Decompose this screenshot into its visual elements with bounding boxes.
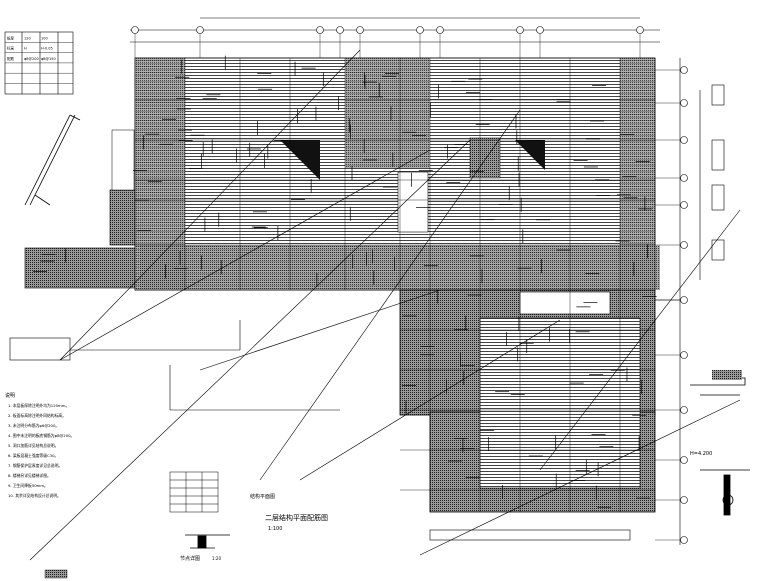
detail-hatch: [712, 370, 742, 380]
rebar-marks: [32, 55, 657, 508]
legend-cell: H-0.05: [41, 47, 53, 51]
stair-grid: [469, 137, 501, 179]
axis-bubble: [680, 456, 688, 464]
stair-void: [397, 171, 429, 233]
legend-cell: H: [24, 47, 27, 51]
axis-bubbles-top: [131, 26, 644, 58]
axis-bubble: [680, 406, 688, 414]
left-entrance: [111, 129, 135, 191]
axis-bubble: [680, 351, 688, 359]
elevation-label: H=4.200: [690, 451, 712, 457]
schedule-table: [169, 471, 219, 513]
plan-title: 二层结构平面配筋图: [265, 513, 328, 522]
legend-cell: 120: [24, 36, 31, 40]
axis-bubble: [680, 99, 688, 107]
note-line: 6. 梁板混凝土强度等级C30。: [8, 453, 58, 458]
annex-outlines: [9, 320, 631, 541]
general-notes: 1. 本层板厚除注明外均为120mm。 2. 板面标高除注明外同结构标高。 3. 未…: [8, 403, 74, 498]
axis-bubble: [536, 26, 544, 34]
detail-scale: 1:20: [212, 556, 221, 561]
axis-bubble: [636, 26, 644, 34]
left-column-band: [135, 58, 185, 290]
axis-bubble: [196, 26, 204, 34]
axis-bubble: [356, 26, 364, 34]
note-line: 10. 其余详见结构设计总说明。: [8, 493, 61, 498]
legend-cell: 板厚: [7, 35, 14, 40]
axis-bubble: [680, 536, 688, 544]
axis-bubble: [316, 26, 324, 34]
stair-sketch: [24, 114, 81, 206]
axis-bubble: [680, 174, 688, 182]
triangle-opening-2: [515, 140, 545, 170]
leader-lines: [29, 49, 741, 561]
section-detail: [690, 370, 750, 516]
axis-bubble: [680, 241, 688, 249]
note-line: 7. 钢筋保护层厚度详见总说明。: [8, 463, 62, 468]
legend-cell: φ8@150: [41, 57, 56, 61]
axis-bubble: [416, 26, 424, 34]
note-line: 9. 卫生间降板50mm。: [8, 483, 48, 488]
joint-detail: [185, 534, 230, 549]
note-line: 3. 未注明分布筋为φ6@200。: [8, 423, 59, 428]
axis-bubble: [680, 136, 688, 144]
legend-cell: 100: [41, 36, 48, 40]
right-dimension-chain: [655, 58, 725, 545]
legend-cell: 配筋: [7, 56, 14, 61]
note-line: 5. 洞口加筋详见结构总说明。: [8, 443, 58, 448]
axis-bubble: [680, 296, 688, 304]
axis-bubble: [436, 26, 444, 34]
right-band: [620, 58, 655, 290]
top-dimension-chain: [130, 17, 660, 43]
axis-bubble: [336, 26, 344, 34]
note-line: 2. 板面标高除注明外同结构标高。: [8, 413, 66, 418]
upper-title: 结构平面图: [250, 493, 275, 500]
axis-bubble: [516, 26, 524, 34]
legend-cell: φ8@200: [24, 57, 39, 61]
notes-heading: 说明: [5, 392, 15, 399]
lower-wing-light-area: [479, 317, 641, 489]
axis-bubble: [680, 66, 688, 74]
scale-bar: [44, 569, 68, 579]
plan-scale: 1:100: [268, 526, 282, 532]
axis-bubbles-right: [655, 66, 688, 544]
axis-bubble: [680, 496, 688, 504]
note-line: 8. 楼梯另详见楼梯详图。: [8, 473, 51, 478]
axis-bubble: [680, 201, 688, 209]
note-line: 4. 图中未注明的板底钢筋为φ8@200。: [8, 433, 74, 438]
central-band: [345, 58, 430, 168]
note-line: 1. 本层板厚除注明外均为120mm。: [8, 403, 69, 408]
legend-cell: 标高: [7, 46, 14, 51]
detail-title: 节点详图: [180, 555, 200, 562]
structural-grid: [134, 57, 656, 512]
axis-bubble: [131, 26, 139, 34]
